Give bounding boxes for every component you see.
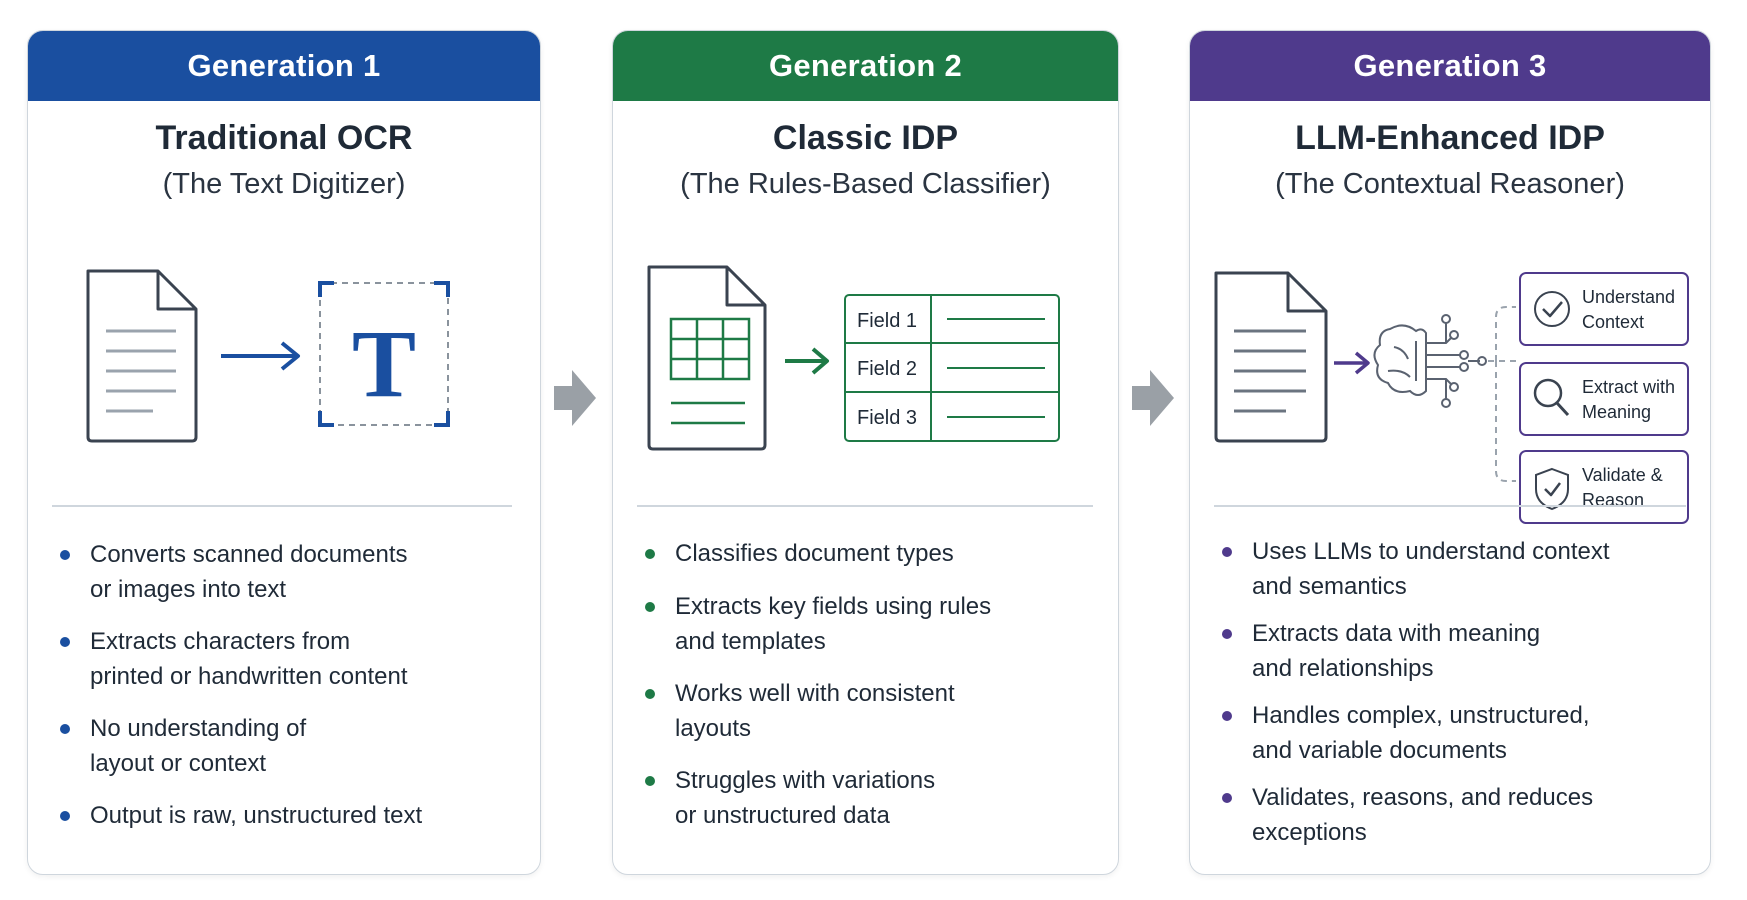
bullet-dot bbox=[1222, 629, 1232, 639]
bullet-dot bbox=[60, 550, 70, 560]
field-2-label: Field 2 bbox=[857, 358, 917, 380]
transition-arrow-icon bbox=[1132, 370, 1174, 426]
generation-3-header: Generation 3 bbox=[1190, 31, 1710, 101]
generation-2-header: Generation 2 bbox=[613, 31, 1118, 101]
svg-text:Reason: Reason bbox=[1582, 490, 1644, 510]
text-glyph: T bbox=[352, 310, 416, 417]
list-item: Output is raw, unstructured text bbox=[58, 798, 528, 833]
divider bbox=[1214, 505, 1686, 507]
document-icon bbox=[86, 269, 198, 443]
generation-2-header-label: Generation 2 bbox=[768, 48, 963, 83]
list-item: Classifies document types bbox=[643, 536, 1103, 571]
check-circle-icon bbox=[1534, 291, 1570, 327]
llm-illustration: Understand Context Extract with Meaning … bbox=[1214, 271, 1689, 524]
bullet-dot bbox=[645, 602, 655, 612]
text-frame-icon: T bbox=[318, 281, 450, 427]
spreadsheet-document-icon bbox=[647, 265, 767, 451]
svg-text:Extract with: Extract with bbox=[1582, 377, 1675, 397]
divider bbox=[52, 505, 512, 507]
generation-3-header-label: Generation 3 bbox=[1353, 48, 1547, 83]
shield-check-icon bbox=[1535, 467, 1569, 511]
right-arrow-icon bbox=[1334, 351, 1370, 375]
divider bbox=[637, 505, 1093, 507]
svg-text:Understand: Understand bbox=[1582, 287, 1675, 307]
list-item: Handles complex, unstructured,and variab… bbox=[1220, 698, 1700, 768]
fields-table: Field 1 Field 2 Field 3 bbox=[844, 294, 1060, 442]
bullet-dot bbox=[645, 689, 655, 699]
document-icon bbox=[1214, 271, 1328, 443]
field-1-label: Field 1 bbox=[857, 310, 917, 332]
svg-text:Validate &: Validate & bbox=[1582, 465, 1663, 485]
right-arrow-icon bbox=[785, 347, 829, 375]
right-arrow-icon bbox=[221, 341, 300, 371]
bullet-dot bbox=[60, 811, 70, 821]
bullet-dot bbox=[645, 776, 655, 786]
generation-2-subtitle: (The Rules-Based Classifier) bbox=[680, 168, 1051, 200]
generation-1-subtitle: (The Text Digitizer) bbox=[162, 168, 406, 200]
svg-text:Context: Context bbox=[1582, 312, 1644, 332]
generation-2-title: Classic IDP bbox=[772, 119, 959, 157]
svg-text:Meaning: Meaning bbox=[1582, 402, 1651, 422]
bullet-dot bbox=[1222, 711, 1232, 721]
brain-network-icon bbox=[1373, 314, 1487, 408]
generation-2-bullet-list: Classifies document types Extracts key f… bbox=[643, 536, 1103, 850]
generation-3-card: Generation 3 LLM-Enhanced IDP (The Conte… bbox=[1189, 30, 1711, 875]
capability-understand-context: Understand Context bbox=[1519, 272, 1689, 346]
connector-lines bbox=[1488, 306, 1516, 482]
bullet-dot bbox=[645, 549, 655, 559]
capability-validate-reason: Validate & Reason bbox=[1519, 450, 1689, 524]
generation-1-header-label: Generation 1 bbox=[187, 48, 381, 83]
transition-arrow-icon bbox=[554, 370, 596, 426]
classification-illustration: Field 1 Field 2 Field 3 bbox=[647, 265, 1060, 451]
bullet-dot bbox=[1222, 547, 1232, 557]
field-3-label: Field 3 bbox=[857, 407, 917, 429]
generation-2-card: Generation 2 Classic IDP (The Rules-Base… bbox=[612, 30, 1119, 875]
generation-1-title: Traditional OCR bbox=[155, 119, 413, 157]
bullet-dot bbox=[60, 637, 70, 647]
capability-extract-meaning: Extract with Meaning bbox=[1519, 362, 1689, 436]
bullet-dot bbox=[60, 724, 70, 734]
generation-1-card: Generation 1 Traditional OCR (The Text D… bbox=[27, 30, 541, 875]
generation-1-header: Generation 1 bbox=[28, 31, 540, 101]
ocr-illustration: T bbox=[86, 269, 450, 443]
magnifier-icon bbox=[1533, 378, 1570, 417]
bullet-dot bbox=[1222, 793, 1232, 803]
generation-3-title: LLM-Enhanced IDP bbox=[1295, 119, 1605, 157]
generation-3-subtitle: (The Contextual Reasoner) bbox=[1275, 168, 1625, 200]
